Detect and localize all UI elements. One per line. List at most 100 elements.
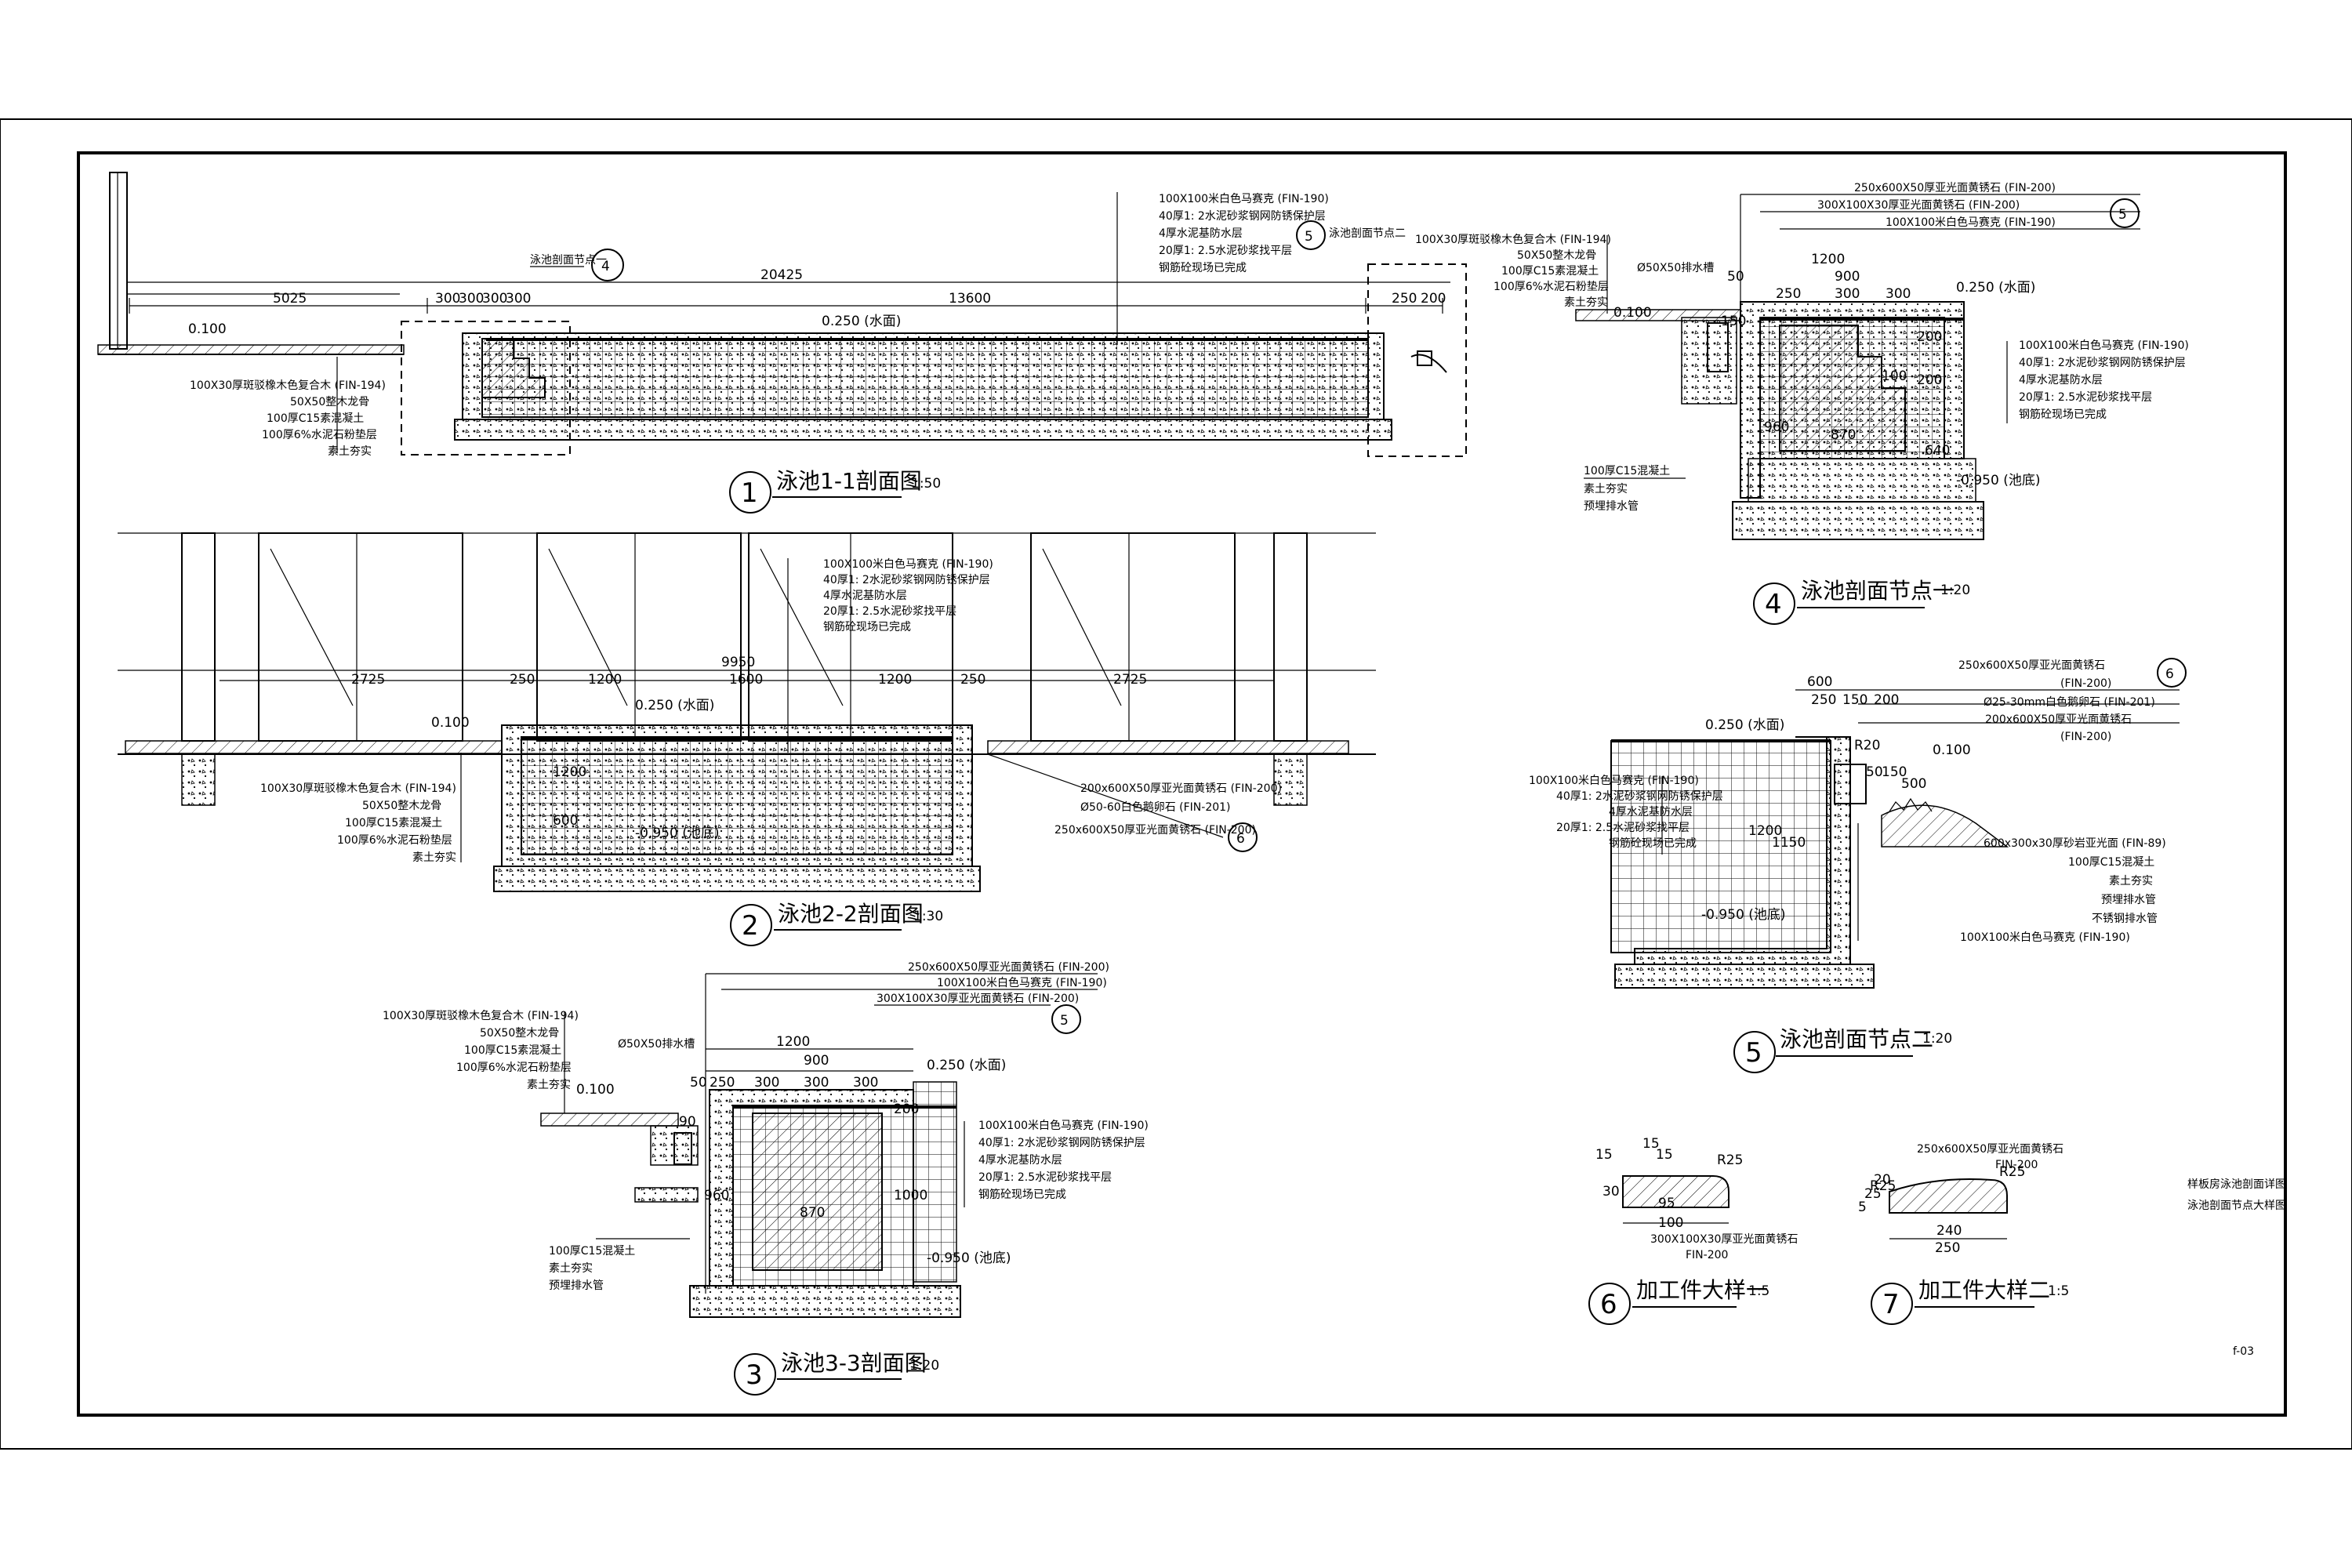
svg-text:20厚1: 2.5水泥砂浆找平层: 20厚1: 2.5水泥砂浆找平层 bbox=[823, 605, 956, 618]
d4-left-notes: 100X30厚斑驳橡木色复合木 (FIN-194) 50X50整木龙骨 100厚… bbox=[1415, 233, 1611, 309]
dim-label: 250 bbox=[1935, 1240, 1960, 1256]
dim-label: 200 bbox=[1917, 372, 1942, 388]
svg-text:泳池2-2剖面图: 泳池2-2剖面图 bbox=[778, 901, 924, 927]
svg-text:泳池剖面节点二: 泳池剖面节点二 bbox=[1780, 1026, 1933, 1052]
dim-label: 250 bbox=[960, 672, 985, 688]
section-3-3: 250x600X50厚亚光面黄锈石 (FIN-200) 100X100米白色马赛… bbox=[383, 960, 1149, 1396]
svg-text:40厚1: 2水泥砂浆钢网防锈保护层: 40厚1: 2水泥砂浆钢网防锈保护层 bbox=[978, 1137, 1145, 1149]
sheet-title-line: 泳池剖面节点大样图 bbox=[2187, 1200, 2286, 1212]
dim-label: 900 bbox=[804, 1053, 829, 1069]
dim-label: 300 bbox=[853, 1075, 878, 1091]
level-label: 0.250 (水面) bbox=[822, 314, 901, 329]
svg-text:1:30: 1:30 bbox=[913, 909, 943, 924]
dim-label: 250 bbox=[710, 1075, 735, 1091]
svg-text:1:20: 1:20 bbox=[1922, 1031, 1952, 1047]
detail-5: 250x600X50厚亚光面黄锈石 (FIN-200) Ø25-30mm白色鹅卵… bbox=[1529, 658, 2187, 1073]
view-title-2-2: 2 泳池2-2剖面图 1:30 bbox=[730, 901, 943, 946]
dim-label: 250 bbox=[1392, 291, 1417, 307]
svg-text:加工件大样一: 加工件大样一 bbox=[1636, 1277, 1768, 1303]
svg-text:素土夯实: 素土夯实 bbox=[2109, 875, 2153, 887]
view-title-1-1: 1 泳池1-1剖面图 1:50 bbox=[729, 468, 941, 514]
level-label: -0.950 (池底) bbox=[1701, 907, 1785, 923]
svg-text:泳池1-1剖面图: 泳池1-1剖面图 bbox=[776, 468, 922, 494]
svg-text:100X30厚斑驳橡木色复合木 (FIN-194): 100X30厚斑驳橡木色复合木 (FIN-194) bbox=[1415, 233, 1611, 246]
dim-label: 600 bbox=[1807, 674, 1832, 690]
svg-text:钢筋砼现场已完成: 钢筋砼现场已完成 bbox=[978, 1188, 1066, 1201]
dim-label: 300 bbox=[754, 1075, 779, 1091]
svg-text:250x600X50厚亚光面黄锈石 (FIN-200): 250x600X50厚亚光面黄锈石 (FIN-200) bbox=[908, 960, 1109, 974]
dim-label: 870 bbox=[800, 1205, 825, 1221]
svg-text:4厚水泥基防水层: 4厚水泥基防水层 bbox=[823, 589, 907, 602]
svg-text:1:20: 1:20 bbox=[1940, 583, 1970, 598]
callout-number: 5 bbox=[2118, 207, 2127, 223]
svg-text:素土夯实: 素土夯实 bbox=[328, 445, 372, 458]
svg-text:100X100米白色马赛克 (FIN-190): 100X100米白色马赛克 (FIN-190) bbox=[1886, 216, 2056, 229]
svg-text:100X100米白色马赛克 (FIN-190): 100X100米白色马赛克 (FIN-190) bbox=[1159, 192, 1329, 205]
svg-text:钢筋砼现场已完成: 钢筋砼现场已完成 bbox=[823, 620, 911, 633]
svg-text:250x600X50厚亚光面黄锈石 (FIN-200): 250x600X50厚亚光面黄锈石 (FIN-200) bbox=[1054, 823, 1256, 837]
dim-label: 15 bbox=[1642, 1136, 1660, 1152]
dim-label: 300 bbox=[1886, 286, 1911, 302]
dim-label: 300 bbox=[435, 291, 460, 307]
svg-text:素土夯实: 素土夯实 bbox=[1564, 296, 1608, 309]
dim-label: 300 bbox=[482, 291, 507, 307]
svg-text:100X30厚斑驳橡木色复合木 (FIN-194): 100X30厚斑驳橡木色复合木 (FIN-194) bbox=[260, 782, 456, 795]
dim-label: 50 bbox=[1727, 269, 1744, 285]
svg-text:FIN-200: FIN-200 bbox=[1995, 1159, 2038, 1171]
svg-text:100厚C15混凝土: 100厚C15混凝土 bbox=[549, 1245, 635, 1258]
svg-text:4厚水泥基防水层: 4厚水泥基防水层 bbox=[1609, 805, 1693, 818]
svg-text:4厚水泥基防水层: 4厚水泥基防水层 bbox=[1159, 227, 1243, 240]
level-label: 0.250 (水面) bbox=[1705, 717, 1784, 733]
level-label: -0.950 (池底) bbox=[635, 826, 719, 841]
svg-text:100厚6%水泥石粉垫层: 100厚6%水泥石粉垫层 bbox=[456, 1062, 572, 1074]
dim-label: 20425 bbox=[760, 267, 803, 283]
dim-label: 1200 bbox=[878, 672, 912, 688]
svg-text:3: 3 bbox=[746, 1359, 763, 1391]
svg-text:1:5: 1:5 bbox=[2048, 1283, 2069, 1299]
svg-text:600x300x30厚砂岩亚光面 (FIN-89): 600x300x30厚砂岩亚光面 (FIN-89) bbox=[1984, 837, 2166, 850]
dim-label: 100 bbox=[1882, 368, 1907, 384]
dim-label: 50 bbox=[1866, 764, 1883, 780]
d5-right-notes: 600x300x30厚砂岩亚光面 (FIN-89) 100厚C15混凝土 素土夯… bbox=[1960, 837, 2166, 944]
svg-text:100X100米白色马赛克 (FIN-190): 100X100米白色马赛克 (FIN-190) bbox=[823, 557, 993, 571]
s22-right-notes: 200x600X50厚亚光面黄锈石 (FIN-200) Ø50-60白色鹅卵石 … bbox=[1054, 782, 1282, 837]
dim-label: 150 bbox=[1882, 764, 1907, 780]
dim-label: 200 bbox=[1874, 692, 1899, 708]
svg-text:(FIN-200): (FIN-200) bbox=[2060, 677, 2111, 690]
svg-text:不锈钢排水管: 不锈钢排水管 bbox=[2092, 913, 2158, 925]
svg-text:50X50整木龙骨: 50X50整木龙骨 bbox=[290, 396, 369, 408]
svg-text:1: 1 bbox=[741, 477, 758, 509]
callout-number: 5 bbox=[1060, 1013, 1069, 1029]
dim-label: 13600 bbox=[949, 291, 991, 307]
detail-7: R25 5 25 20 R25 240 250 250x600X50厚亚光面黄锈… bbox=[1858, 1142, 2069, 1325]
s22-left-notes: 100X30厚斑驳橡木色复合木 (FIN-194) 50X50整木龙骨 100厚… bbox=[260, 782, 456, 864]
svg-text:200x600X50厚亚光面黄锈石: 200x600X50厚亚光面黄锈石 bbox=[1985, 713, 2132, 726]
svg-text:7: 7 bbox=[1882, 1289, 1900, 1320]
dim-label: 1200 bbox=[776, 1034, 810, 1050]
s33-right-notes: 100X100米白色马赛克 (FIN-190) 40厚1: 2水泥砂浆钢网防锈保… bbox=[978, 1119, 1149, 1201]
drain-label: Ø50X50排水槽 bbox=[1637, 262, 1714, 274]
dim-label: 640 bbox=[1925, 443, 1950, 459]
level-label: -0.950 (池底) bbox=[927, 1250, 1011, 1266]
dim-label: 300 bbox=[459, 291, 484, 307]
d5-left-notes: 100X100米白色马赛克 (FIN-190) 40厚1: 2水泥砂浆钢网防锈保… bbox=[1529, 774, 1723, 850]
svg-text:Ø50-60白色鹅卵石 (FIN-201): Ø50-60白色鹅卵石 (FIN-201) bbox=[1080, 800, 1231, 814]
dim-label: 300 bbox=[804, 1075, 829, 1091]
svg-text:20厚1: 2.5水泥砂浆找平层: 20厚1: 2.5水泥砂浆找平层 bbox=[1556, 822, 1690, 834]
dim-label: R25 bbox=[1999, 1164, 2025, 1180]
dim-label: R25 bbox=[1870, 1178, 1896, 1194]
drawing-frame bbox=[77, 151, 2287, 1417]
svg-text:50X50整木龙骨: 50X50整木龙骨 bbox=[480, 1027, 559, 1040]
svg-text:2: 2 bbox=[742, 910, 759, 942]
svg-text:1:5: 1:5 bbox=[1748, 1283, 1769, 1299]
level-label: 0.250 (水面) bbox=[635, 698, 714, 713]
dim-label: 250 bbox=[1776, 286, 1801, 302]
svg-text:100X100米白色马赛克 (FIN-190): 100X100米白色马赛克 (FIN-190) bbox=[2019, 339, 2189, 352]
level-label: -0.950 (池底) bbox=[1956, 473, 2040, 488]
svg-text:5: 5 bbox=[1745, 1037, 1762, 1069]
dim-label: 25 bbox=[1864, 1186, 1882, 1202]
svg-text:300X100X30厚亚光面黄锈石 (FIN-200): 300X100X30厚亚光面黄锈石 (FIN-200) bbox=[877, 992, 1079, 1005]
svg-text:300X100X30厚亚光面黄锈石: 300X100X30厚亚光面黄锈石 bbox=[1650, 1232, 1798, 1246]
dim-label: 90 bbox=[679, 1114, 696, 1130]
